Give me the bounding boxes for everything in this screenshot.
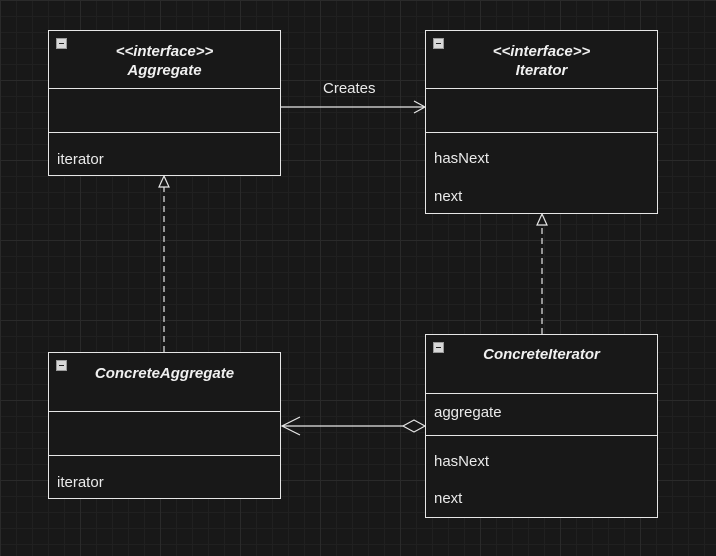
method-next[interactable]: next [434, 490, 463, 507]
class-concrete-aggregate[interactable]: ConcreteAggregate iterator [48, 352, 281, 499]
open-arrowhead-icon [280, 416, 301, 436]
class-header: <<interface>> Iterator [426, 31, 657, 89]
stereotype-label: <<interface>> [492, 43, 591, 60]
method-hasnext[interactable]: hasNext [434, 453, 490, 470]
class-name: ConcreteAggregate [94, 365, 235, 382]
method-iterator[interactable]: iterator [57, 474, 104, 491]
hollow-triangle-icon [158, 174, 170, 188]
attributes-section [49, 89, 280, 133]
method-hasnext[interactable]: hasNext [434, 150, 490, 167]
class-iterator[interactable]: <<interface>> Iterator hasNext next [425, 30, 658, 214]
class-name: Iterator [515, 62, 568, 79]
creates-label: Creates [323, 80, 376, 97]
collapse-icon[interactable] [433, 38, 444, 49]
class-concrete-iterator[interactable]: ConcreteIterator aggregate hasNext next [425, 334, 658, 518]
collapse-icon[interactable] [56, 38, 67, 49]
collapse-icon[interactable] [433, 342, 444, 353]
class-aggregate[interactable]: <<interface>> Aggregate iterator [48, 30, 281, 176]
methods-section: iterator [49, 456, 280, 498]
methods-section: hasNext next [426, 133, 657, 213]
attributes-section [426, 89, 657, 133]
class-header: <<interface>> Aggregate [49, 31, 280, 89]
methods-section: iterator [49, 133, 280, 175]
class-header: ConcreteAggregate [49, 353, 280, 412]
collapse-icon[interactable] [56, 360, 67, 371]
method-next[interactable]: next [434, 188, 463, 205]
method-iterator[interactable]: iterator [57, 151, 104, 168]
attributes-section [49, 412, 280, 456]
class-name: ConcreteIterator [483, 346, 600, 363]
class-header: ConcreteIterator [426, 335, 657, 394]
hollow-diamond-icon [401, 419, 427, 433]
stereotype-label: <<interface>> [115, 43, 214, 60]
hollow-triangle-icon [536, 212, 548, 226]
class-name: Aggregate [127, 62, 202, 79]
attribute-aggregate[interactable]: aggregate [434, 404, 502, 421]
methods-section: hasNext next [426, 436, 657, 517]
attributes-section: aggregate [426, 394, 657, 436]
